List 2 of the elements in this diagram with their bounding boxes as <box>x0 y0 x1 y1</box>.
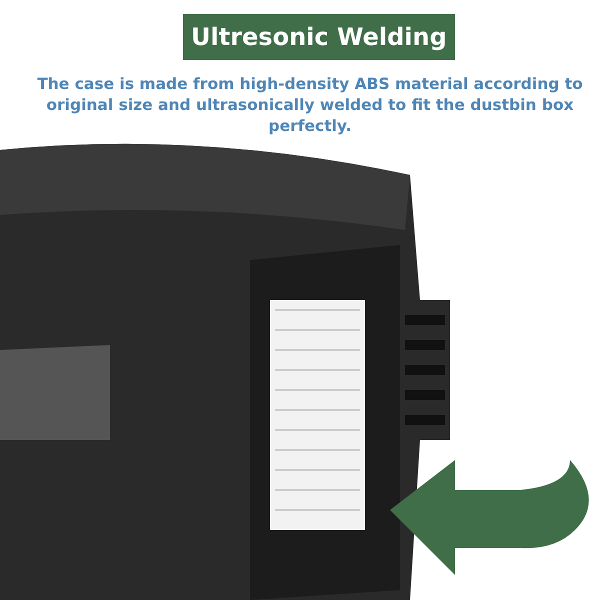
description-text: The case is made from high-density ABS material according to original size and ultrasonically welded to fit the dustbin box perfectly. <box>36 74 584 137</box>
title-banner: Ultresonic Welding <box>183 14 455 60</box>
